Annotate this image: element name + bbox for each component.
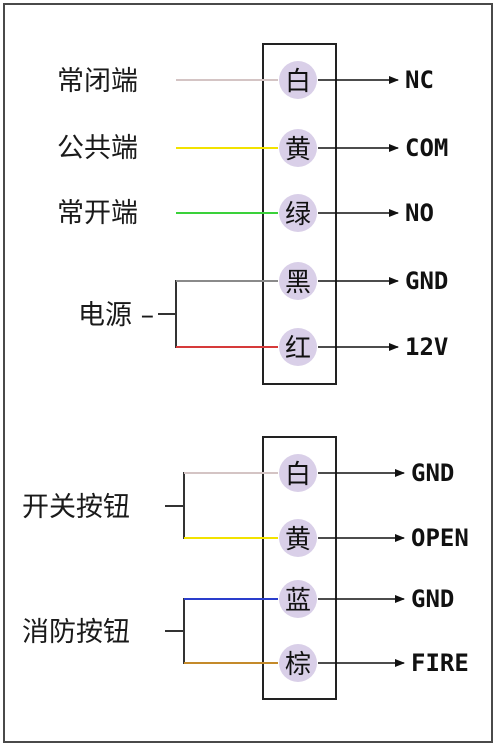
signal-open: OPEN — [411, 524, 469, 552]
diagram-frame — [3, 3, 493, 743]
signal-nc: NC — [405, 66, 434, 94]
pin-white: 白 — [285, 67, 311, 97]
pin-yellow: 黄 — [285, 135, 311, 165]
pin-circle — [279, 61, 317, 99]
pin-circle — [279, 129, 317, 167]
fire-bracket — [183, 598, 190, 664]
pin-green: 绿 — [285, 200, 311, 230]
pin-circle — [279, 580, 317, 618]
signal-12v: 12V — [405, 333, 448, 361]
pin-blue: 蓝 — [285, 586, 311, 616]
signal-no: NO — [405, 199, 434, 227]
signal-com: COM — [405, 134, 448, 162]
signal-gnd: GND — [411, 459, 454, 487]
label-switch-button: 开关按钮 — [22, 492, 130, 523]
pin-circle — [279, 194, 317, 232]
pin-circle — [279, 262, 317, 300]
switch-bracket — [183, 472, 190, 539]
pin-yellow: 黄 — [285, 525, 311, 555]
pin-circle — [279, 454, 317, 492]
label-normally-closed: 常闭端 — [57, 66, 138, 97]
signal-gnd: GND — [405, 267, 448, 295]
pin-circle — [279, 644, 317, 682]
label-common: 公共端 — [57, 133, 138, 164]
pin-brown: 棕 — [285, 650, 311, 680]
pin-circle — [279, 328, 317, 366]
signal-fire: FIRE — [411, 649, 469, 677]
power-bracket — [175, 280, 190, 348]
label-fire-button: 消防按钮 — [22, 617, 130, 648]
label-normally-open: 常开端 — [57, 198, 138, 229]
pin-white: 白 — [285, 460, 311, 490]
pin-red: 红 — [285, 334, 311, 364]
pin-circle — [279, 519, 317, 557]
label-power: 电源 – — [78, 300, 154, 331]
signal-gnd: GND — [411, 585, 454, 613]
pin-black: 黑 — [285, 268, 311, 298]
